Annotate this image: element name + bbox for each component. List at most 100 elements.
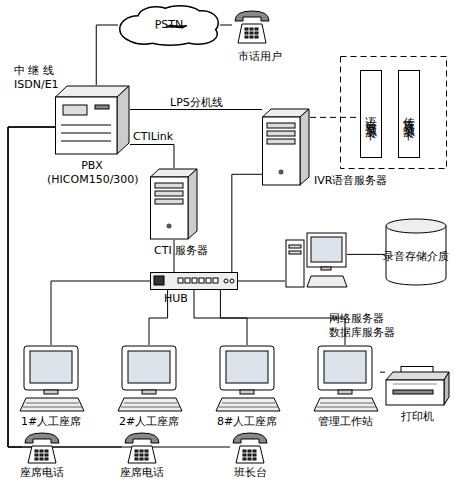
hub-led bbox=[224, 279, 228, 283]
node-label: IVR语音服务器 bbox=[314, 174, 404, 188]
icon-part bbox=[289, 245, 301, 248]
icon-part bbox=[386, 380, 444, 405]
node-label: 传真资源卡 bbox=[399, 71, 419, 157]
icon-part bbox=[151, 273, 238, 290]
cti-server: CTI 服务器 bbox=[150, 168, 198, 240]
icon-part bbox=[135, 454, 138, 456]
icon-part bbox=[155, 199, 183, 204]
icon-part bbox=[44, 390, 58, 394]
key-row bbox=[124, 403, 177, 404]
power-button bbox=[279, 170, 284, 175]
icon-part bbox=[40, 450, 43, 452]
pbx-switch-icon bbox=[55, 85, 130, 155]
icon-part bbox=[28, 446, 56, 463]
node-label: PSTN bbox=[118, 4, 220, 46]
key-row bbox=[121, 407, 180, 408]
icon-part bbox=[35, 454, 38, 456]
node-label: 8#人工座席 bbox=[207, 415, 287, 429]
agent-phone: 座席电话 bbox=[22, 430, 62, 464]
icon-part bbox=[253, 450, 256, 452]
icon-part bbox=[125, 433, 159, 443]
agent-phone-icon bbox=[122, 430, 162, 464]
key-row bbox=[26, 403, 79, 404]
agent-workstation: 8#人工座席 bbox=[212, 345, 282, 413]
icon-part bbox=[40, 454, 43, 456]
paper-line bbox=[393, 384, 437, 385]
agent-phone: 座席电话 bbox=[122, 430, 162, 464]
connector-label: CTILink bbox=[133, 130, 173, 144]
cti-server-icon bbox=[150, 168, 198, 240]
icon-part bbox=[135, 450, 138, 452]
node-label: 打印机 bbox=[385, 410, 450, 424]
icon-part bbox=[40, 458, 43, 460]
pbx-switch: PBX (HICOM150/300) bbox=[55, 85, 130, 155]
icon-part bbox=[318, 346, 372, 390]
icon-part bbox=[45, 450, 48, 452]
pstn-cloud: PSTN bbox=[118, 4, 220, 46]
ivr-server-icon bbox=[262, 108, 310, 186]
supervisor-phone: 班长台 bbox=[230, 430, 270, 464]
city-phone-icon bbox=[232, 8, 272, 44]
node-label: 班长台 bbox=[220, 466, 280, 480]
icon-part bbox=[240, 390, 254, 394]
connector bbox=[238, 281, 285, 282]
icon-part bbox=[155, 191, 183, 196]
icon-part bbox=[226, 351, 268, 383]
connector bbox=[380, 372, 385, 373]
connector bbox=[347, 254, 385, 255]
icon-part bbox=[188, 169, 197, 239]
node-label: 2#人工座席 bbox=[109, 415, 189, 429]
line-type-label: 中 继 线 bbox=[14, 64, 54, 78]
agent-phone-icon bbox=[22, 430, 62, 464]
icon-part bbox=[338, 390, 352, 394]
icon-part bbox=[145, 454, 148, 456]
icon-part bbox=[300, 109, 309, 185]
icon-part bbox=[248, 450, 251, 452]
icon-part bbox=[263, 117, 301, 185]
icon-part bbox=[145, 458, 148, 460]
icon-part bbox=[20, 398, 84, 411]
icon-part bbox=[135, 458, 138, 460]
icon-part bbox=[185, 278, 190, 283]
fax-card: 传真资源卡 bbox=[398, 70, 420, 158]
connector bbox=[130, 109, 262, 110]
icon-part bbox=[199, 278, 204, 283]
node-label: PBX (HICOM150/300) bbox=[47, 159, 137, 187]
icon-part bbox=[56, 97, 118, 154]
icon-part bbox=[155, 183, 183, 188]
icon-part bbox=[243, 454, 246, 456]
icon-part bbox=[145, 450, 148, 452]
key-row bbox=[219, 407, 278, 408]
connector bbox=[96, 25, 118, 85]
icon-part bbox=[117, 86, 129, 154]
node-label: 市话用户 bbox=[238, 50, 294, 64]
node-label: 座席电话 bbox=[112, 466, 172, 480]
icon-part bbox=[56, 86, 130, 97]
panel-line bbox=[61, 141, 111, 142]
icon-part bbox=[393, 390, 433, 394]
node-label: 网络服务器 数据库服务器 bbox=[329, 312, 409, 340]
paper-line bbox=[393, 384, 437, 385]
icon-part bbox=[235, 11, 269, 21]
icon-part bbox=[243, 458, 246, 460]
icon-part bbox=[233, 433, 267, 443]
icon-part bbox=[267, 131, 295, 136]
icon-part bbox=[30, 351, 72, 383]
database-server: 网络服务器 数据库服务器 bbox=[285, 232, 347, 288]
connector bbox=[232, 174, 262, 272]
icon-part bbox=[245, 28, 248, 30]
icon-part bbox=[95, 105, 109, 109]
icon-part bbox=[25, 433, 59, 443]
paper-line bbox=[393, 384, 437, 385]
network-hub: HUB bbox=[150, 272, 238, 290]
connector bbox=[130, 145, 174, 169]
network-hub-icon bbox=[150, 272, 238, 290]
connector bbox=[220, 290, 345, 345]
icon-part bbox=[128, 351, 170, 383]
icon-part bbox=[142, 390, 156, 394]
icon-part bbox=[314, 398, 378, 411]
icon-part bbox=[248, 458, 251, 460]
icon-part bbox=[253, 458, 256, 460]
panel-line bbox=[61, 125, 111, 126]
